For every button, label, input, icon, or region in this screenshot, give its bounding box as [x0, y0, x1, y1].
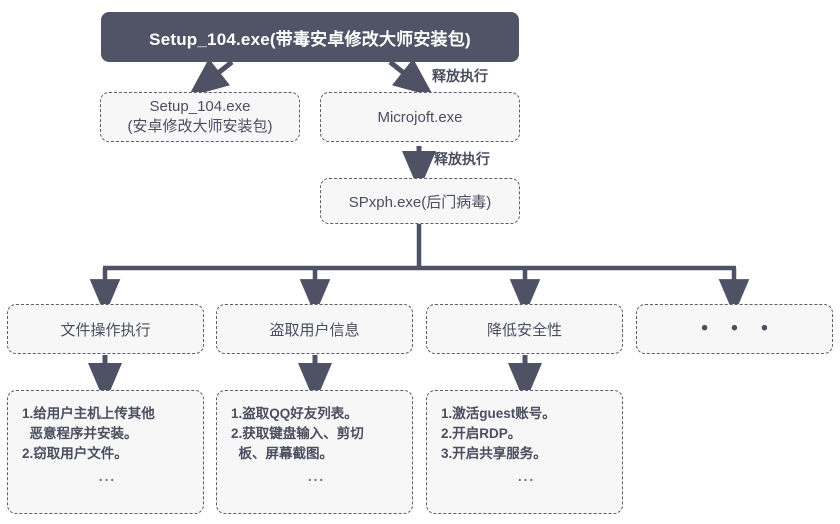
- edge-root-to-setup: [188, 58, 234, 97]
- edge-label-release-execute-2: 释放执行: [434, 151, 490, 167]
- stage-node-setup-104-installer[interactable]: Setup_104.exe (安卓修改大师安装包): [100, 92, 300, 142]
- detail-line: 板、屏幕截图。: [231, 446, 334, 462]
- stage-node-line-1: Setup_104.exe: [149, 97, 251, 115]
- detail-line: 1.激活guest账号。: [441, 406, 556, 421]
- category-node-more[interactable]: • • •: [636, 304, 833, 354]
- detail-line: 1.盗取QQ好友列表。: [231, 406, 358, 421]
- detail-node-file-operations[interactable]: 1.给用户主机上传其他 恶意程序并安装。 2.窃取用户文件。 ...: [7, 390, 204, 514]
- detail-line: 2.获取键盘输入、剪切: [231, 426, 364, 442]
- detail-ellipsis: ...: [517, 468, 536, 484]
- detail-line: 2.窃取用户文件。: [22, 446, 128, 462]
- detail-line: 3.开启共享服务。: [441, 446, 547, 462]
- detail-node-steal-user-info[interactable]: 1.盗取QQ好友列表。 2.获取键盘输入、剪切 板、屏幕截图。 ...: [216, 390, 413, 514]
- detail-line: 1.给用户主机上传其他: [22, 406, 155, 421]
- stage-node-spxph-exe[interactable]: SPxph.exe(后门病毒): [320, 178, 520, 224]
- category-node-steal-user-info[interactable]: 盗取用户信息: [216, 304, 413, 354]
- detail-ellipsis: ...: [307, 468, 326, 484]
- detail-line: 恶意程序并安装。: [22, 426, 138, 442]
- edge-root-to-microjoft: [388, 58, 434, 97]
- ellipsis-dots: • • •: [701, 318, 777, 339]
- edge-label-release-execute-1: 释放执行: [432, 68, 488, 84]
- category-node-file-operations[interactable]: 文件操作执行: [7, 304, 204, 354]
- root-node-setup-104[interactable]: Setup_104.exe(带毒安卓修改大师安装包): [101, 12, 519, 62]
- detail-ellipsis: ...: [98, 468, 117, 484]
- detail-node-reduce-security[interactable]: 1.激活guest账号。 2.开启RDP。 3.开启共享服务。 ...: [426, 390, 623, 514]
- detail-line: 2.开启RDP。: [441, 426, 522, 442]
- stage-node-line-2: (安卓修改大师安装包): [127, 118, 273, 135]
- stage-node-microjoft-exe[interactable]: Microjoft.exe: [320, 92, 520, 142]
- category-node-reduce-security[interactable]: 降低安全性: [426, 304, 623, 354]
